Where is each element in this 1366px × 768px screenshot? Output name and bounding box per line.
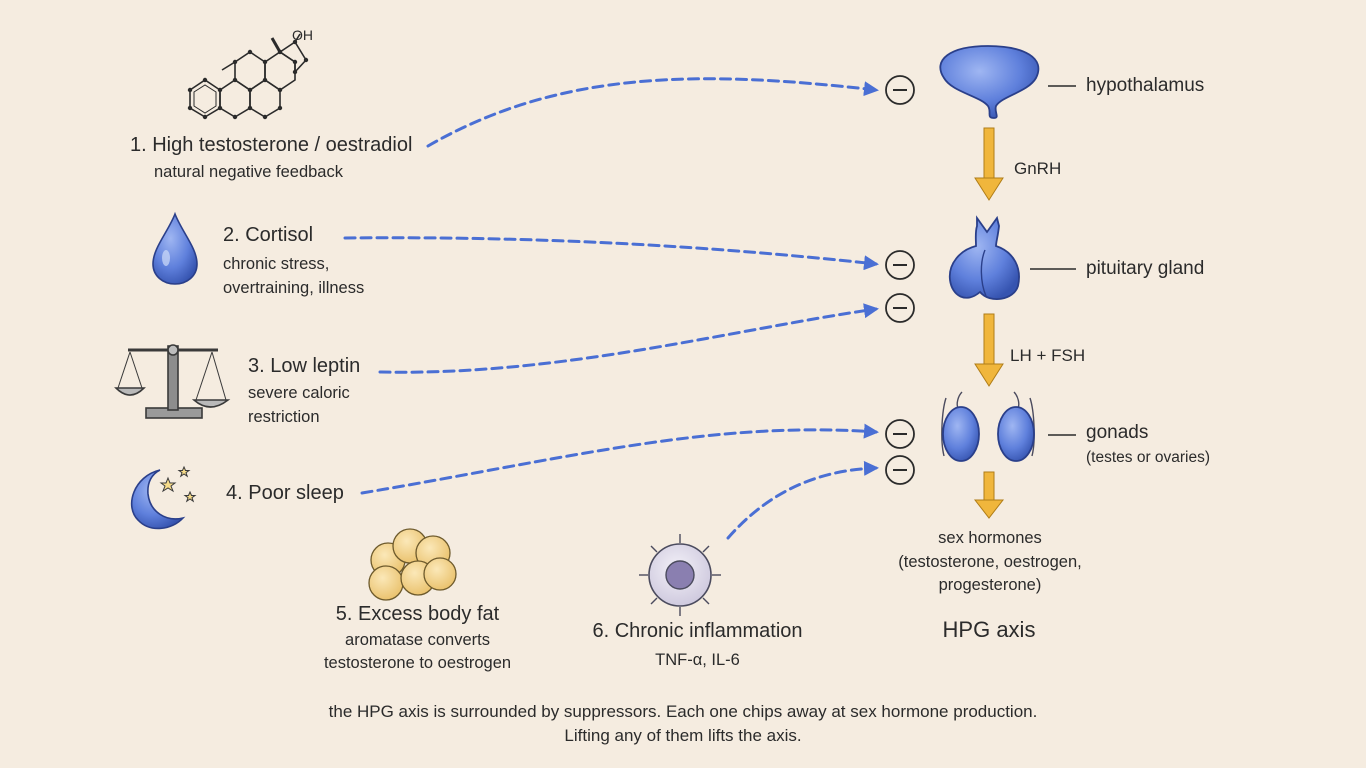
suppressor-3-desc-line-1: severe caloric [248, 384, 350, 402]
suppressor-3-desc-line-2: restriction [248, 408, 320, 426]
fat-cells-icon [368, 528, 457, 601]
suppressor-3-title: 3. Low leptin [248, 355, 361, 377]
pituitary-gland-icon [948, 215, 1020, 300]
balance-scale-icon [114, 344, 231, 419]
lh-fsh-label: LH + FSH [1010, 346, 1086, 365]
inhibit-arrow-3 [378, 303, 879, 374]
suppressor-5-desc-line-1: aromatase converts [345, 631, 490, 649]
moon-stars-icon [130, 465, 197, 530]
suppressor-6-desc: TNF-α, IL-6 [655, 651, 740, 669]
suppressor-1-desc: natural negative feedback [154, 163, 343, 181]
suppressor-2-desc-line-2: overtraining, illness [223, 279, 365, 297]
inhibit-arrow-2 [343, 236, 879, 271]
suppressor-5-desc-line-2: testosterone to oestrogen [323, 654, 512, 672]
pituitary-label: pituitary gland [1086, 258, 1205, 279]
sex-hormones-list-line-2: progesterone) [938, 576, 1042, 594]
suppressor-1-title: 1. High testosterone / oestradiol [130, 134, 413, 156]
hypothalamus-label: hypothalamus [1086, 75, 1205, 96]
lh-fsh-arrow [974, 313, 1004, 387]
suppressor-2-title: 2. Cortisol [223, 224, 314, 246]
inhibit-arrow-1 [426, 77, 879, 148]
oh-label: OH [292, 27, 313, 43]
gonads-label: gonads [1086, 422, 1149, 443]
suppressor-5-title: 5. Excess body fat [335, 603, 500, 625]
caption-line-1: the HPG axis is surrounded by suppressor… [328, 702, 1038, 721]
hypothalamus-icon [939, 45, 1040, 119]
sex-hormones-label: sex hormones [938, 529, 1042, 547]
immune-cell-icon [639, 534, 721, 616]
inhibit-arrow-6 [726, 460, 879, 540]
gonads-icon [941, 391, 1035, 462]
suppressor-6-title: 6. Chronic inflammation [592, 620, 803, 642]
hpg-axis-title: HPG axis [942, 617, 1036, 642]
gnrh-label: GnRH [1014, 159, 1062, 178]
sex-hormones-list-line-1: (testosterone, oestrogen, [898, 553, 1082, 571]
caption-line-2: Lifting any of them lifts the axis. [564, 726, 802, 745]
sex-hormones-arrow [973, 471, 1005, 519]
inhibit-arrow-4 [360, 423, 879, 495]
suppressor-4-title: 4. Poor sleep [226, 482, 344, 504]
drop-icon [152, 211, 198, 285]
gonads-note: (testes or ovaries) [1086, 449, 1211, 466]
gnrh-arrow [974, 127, 1004, 201]
suppressor-2-desc-line-1: chronic stress, [223, 255, 330, 273]
steroid-structure-icon: OH [187, 27, 313, 120]
